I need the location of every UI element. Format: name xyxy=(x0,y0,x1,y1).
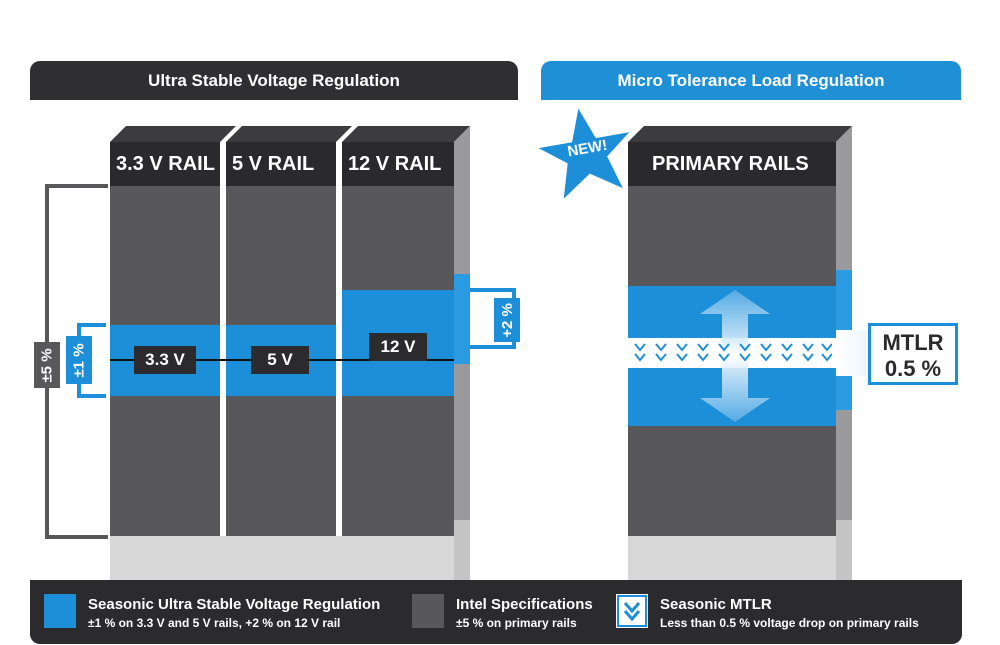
rails-base-side xyxy=(454,520,470,580)
new-star-badge xyxy=(538,108,630,199)
legend-intel-subtitle: ±5 % on primary rails xyxy=(456,616,577,630)
primary-rails-title: PRIMARY RAILS xyxy=(628,142,836,186)
primary-rails-base-side xyxy=(836,520,852,580)
mtlr-callout-title: MTLR xyxy=(882,330,944,355)
legend-usvr-swatch xyxy=(44,594,76,628)
usvr-low-tolerance-label: ±1 % xyxy=(66,336,92,384)
rail-5v-title: 5 V RAIL xyxy=(226,142,336,186)
intel-tolerance-label: ±5 % xyxy=(34,342,60,388)
mtlr-callout-value: 0.5 % xyxy=(884,356,942,381)
legend-usvr-title: Seasonic Ultra Stable Voltage Regulation xyxy=(88,596,381,613)
rails-base xyxy=(110,536,454,580)
legend-intel-title: Intel Specifications xyxy=(456,596,593,613)
legend-mtlr-subtitle: Less than 0.5 % voltage drop on primary … xyxy=(660,616,919,630)
double-arrow-icon xyxy=(700,290,770,422)
usvr-12v-tolerance-label: +2 % xyxy=(494,298,520,342)
rail-12v-value: 12 V xyxy=(369,333,427,361)
mtlr-chevrons xyxy=(632,340,833,366)
rail-12v-title: 12 V RAIL xyxy=(342,142,454,186)
mtlr-section-header: Micro Tolerance Load Regulation xyxy=(541,61,961,100)
mtlr-callout: MTLR 0.5 % xyxy=(868,323,958,385)
usvr-section-header: Ultra Stable Voltage Regulation xyxy=(30,61,518,100)
usvr-band-12v-side xyxy=(454,274,470,364)
legend-usvr-subtitle: ±1 % on 3.3 V and 5 V rails, +2 % on 12 … xyxy=(88,616,341,630)
rail-3v3-title: 3.3 V RAIL xyxy=(110,142,220,186)
legend: Seasonic Ultra Stable Voltage Regulation… xyxy=(30,580,962,644)
primary-rails-base xyxy=(628,536,836,580)
legend-intel-swatch xyxy=(412,594,444,628)
rail-3v3-value: 3.3 V xyxy=(134,346,196,374)
rail-5v-value: 5 V xyxy=(251,346,309,374)
legend-mtlr-title: Seasonic MTLR xyxy=(660,596,772,613)
legend-mtlr-swatch xyxy=(616,594,648,628)
